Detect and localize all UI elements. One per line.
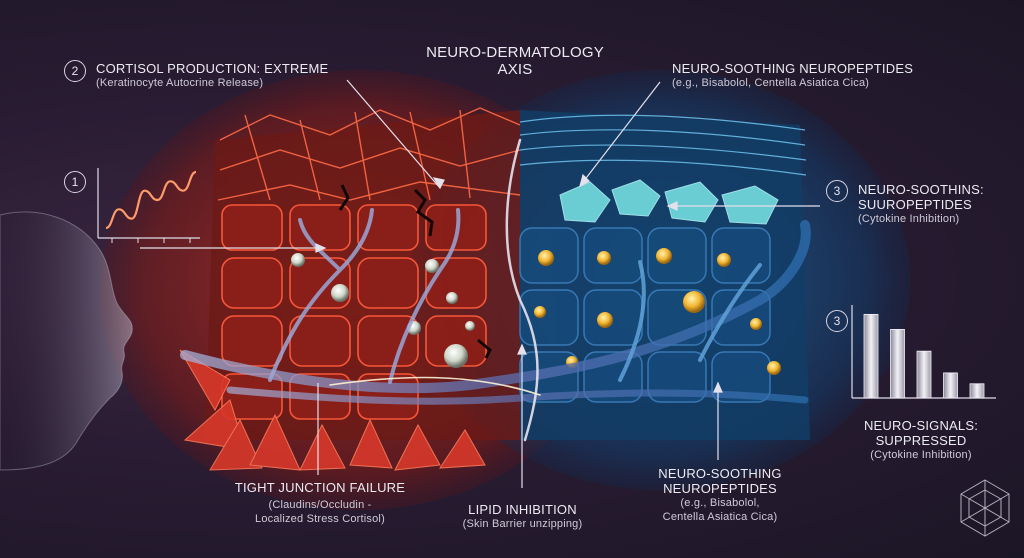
face-silhouette — [0, 211, 133, 471]
soothins-sub: (Cytokine Inhibition) — [858, 213, 960, 225]
bar-chart-bar — [943, 372, 958, 399]
soothins-heading-1: NEURO-SOOTHINS: — [858, 182, 984, 197]
mini-bar-chart — [851, 305, 996, 399]
soothing-bottom-label: NEURO-SOOTHING NEUROPEPTIDES (e.g., Bisa… — [640, 466, 800, 524]
marker-number-1: 1 — [64, 171, 86, 193]
soothins-heading-2: SUUROPEPTIDES — [858, 197, 972, 212]
soothing-top-heading: NEURO-SOOTHING NEUROPEPTIDES — [672, 61, 914, 76]
soothing-bottom-sub-1: (e.g., Bisabolol, — [680, 497, 760, 509]
mini-line-chart — [97, 168, 200, 243]
cortisol-sub: (Keratinocyte Autocrine Release) — [96, 77, 264, 89]
marker-number-2: 2 — [64, 60, 86, 82]
stressed-skin-block — [179, 107, 521, 471]
suppressed-label: NEURO-SIGNALS: SUPPRESSED (Cytokine Inhi… — [818, 418, 1024, 462]
bar-chart-bar — [916, 350, 932, 399]
bar-chart-bar — [890, 329, 905, 399]
bar-chart-bar — [969, 383, 985, 399]
pointer-lines — [140, 79, 820, 488]
marker-number-3-lower: 3 — [826, 310, 848, 332]
suppressed-sub: (Cytokine Inhibition) — [870, 449, 972, 461]
tight-junction-label: TIGHT JUNCTION FAILURE (Claudins/Occludi… — [225, 480, 415, 526]
soothing-bottom-heading-1: NEURO-SOOTHING — [658, 466, 782, 481]
soothing-top-label: NEURO-SOOTHING NEUROPEPTIDES (e.g., Bisa… — [672, 61, 913, 90]
lipid-sub: (Skin Barrier unzipping) — [462, 518, 583, 530]
title-line-1: NEURO-DERMATOLOGY — [426, 44, 604, 61]
cortisol-heading: CORTISOL PRODUCTION: EXTREME — [96, 61, 329, 76]
soothing-bottom-heading-2: NEUROPEPTIDES — [663, 481, 777, 496]
soothins-label: NEURO-SOOTHINS: SUUROPEPTIDES (Cytokine … — [858, 182, 984, 226]
soothing-top-sub: (e.g., Bisabolol, Centella Asiatica Cica… — [672, 77, 870, 89]
diagram-title: NEURO-DERMATOLOGY AXIS — [405, 44, 625, 78]
title-line-2: AXIS — [497, 61, 533, 78]
corner-logo-emblem — [960, 479, 1010, 537]
nerve-vessels — [180, 138, 811, 442]
cortisol-label: CORTISOL PRODUCTION: EXTREME (Keratinocy… — [96, 61, 328, 90]
line-chart-series — [105, 170, 197, 230]
marker-number-3-upper: 3 — [826, 180, 848, 202]
suppressed-heading: NEURO-SIGNALS: SUPPRESSED — [863, 418, 979, 448]
lipid-label: LIPID INHIBITION (Skin Barrier unzipping… — [430, 502, 615, 531]
tight-junction-sub-2: Localized Stress Cortisol) — [255, 513, 385, 525]
bar-chart-bar — [863, 313, 879, 399]
tight-junction-heading: TIGHT JUNCTION FAILURE — [234, 480, 406, 495]
soothing-bottom-sub-2: Centella Asiatica Cica) — [662, 511, 778, 523]
tight-junction-sub-1: (Claudins/Occludin - — [268, 499, 372, 511]
lipid-heading: LIPID INHIBITION — [468, 502, 577, 517]
